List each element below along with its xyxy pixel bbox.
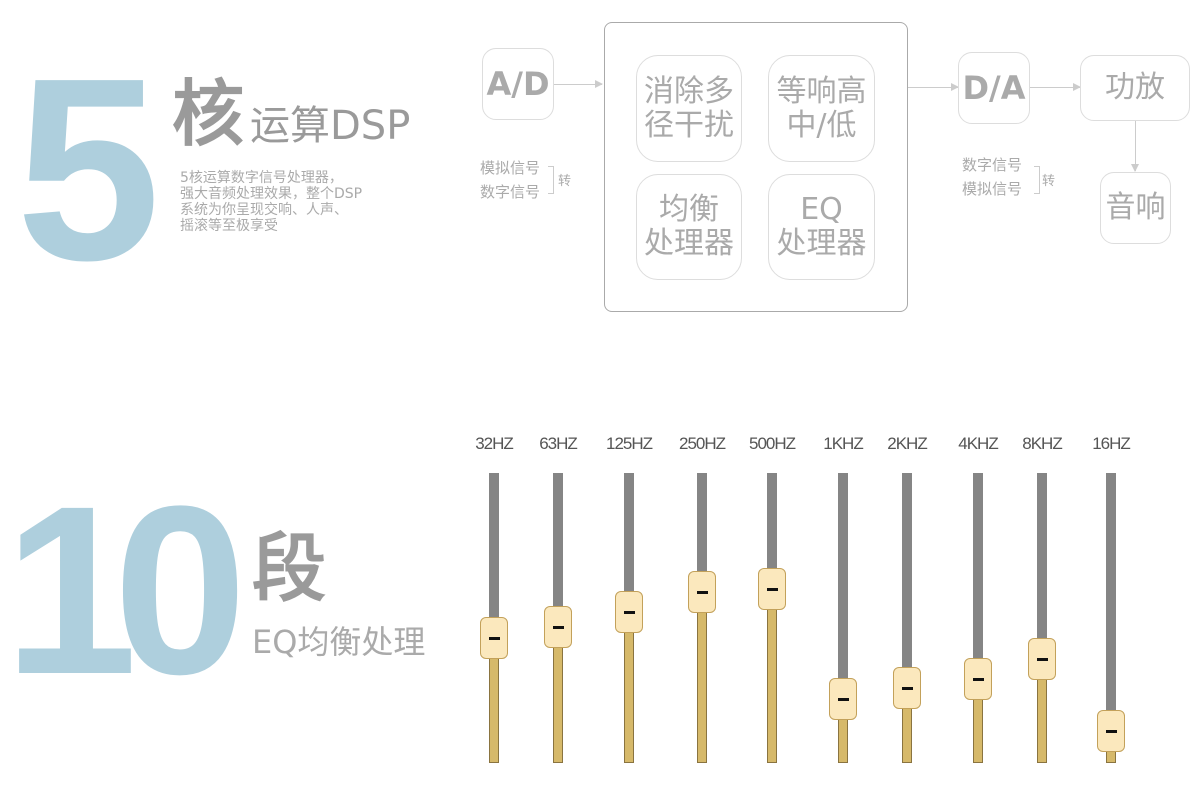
bracket-icon [548,166,554,194]
slider-track-500HZ[interactable] [767,473,777,763]
band-label: 4KHZ [958,434,998,453]
slider-track-8KHZ[interactable] [1037,473,1047,763]
da-box: D/A [958,52,1030,124]
convert-label: 转 [558,174,572,189]
eq-band-count: 10 [4,456,247,724]
slider-handle-16HZ[interactable] [1097,710,1125,753]
ad-box: A/D [482,48,554,120]
slider-handle-4KHZ[interactable] [964,657,992,700]
slider-handle-8KHZ[interactable] [1028,637,1056,680]
speaker-box: 音响 [1100,172,1171,244]
arrow-icon [908,83,959,91]
amplifier-box: 功放 [1080,55,1190,121]
band-label: 16HZ [1092,434,1131,453]
slider-track-4KHZ[interactable] [973,473,983,763]
label-analog: 模拟信号 [480,159,541,177]
slider-handle-1KHZ[interactable] [829,678,857,721]
label-digital: 数字信号 [962,156,1023,174]
slider-track-250HZ[interactable] [697,473,707,763]
dsp-title: 运算DSP [250,103,411,149]
band-label: 125HZ [605,434,653,453]
arrow-down-icon [1131,121,1139,172]
label-analog: 模拟信号 [962,180,1023,198]
eq-subtitle: EQ均衡处理 [252,623,426,661]
band-label: 8KHZ [1022,434,1062,453]
slider-fill [697,591,707,763]
bracket-icon [1034,166,1040,194]
band-label: 1KHZ [823,434,863,453]
desc-line: 系统为你呈现交响、人声、 [180,202,348,218]
band-label: 63HZ [539,434,578,453]
dsp-module-frame [604,22,908,312]
desc-line: 强大音频处理效果，整个DSP [180,186,363,202]
band-label: 32HZ [475,434,514,453]
module-loudness: 等响高中/低 [768,55,875,162]
slider-handle-2KHZ[interactable] [893,666,921,709]
eq-title-bold: 段 [252,526,326,612]
arrow-icon [1030,83,1081,91]
da-labels: 数字信号 模拟信号 [962,153,1022,201]
convert-label: 转 [1042,174,1056,189]
desc-line: 5核运算数字信号处理器， [180,170,343,186]
ad-labels: 模拟信号 数字信号 [480,156,540,204]
module-multipath: 消除多径干扰 [636,55,742,162]
band-label: 250HZ [678,434,726,453]
dsp-title-bold: 核 [172,72,245,156]
module-equalizer: 均衡处理器 [636,174,742,280]
slider-handle-500HZ[interactable] [758,568,786,610]
slider-handle-63HZ[interactable] [544,605,572,648]
arrow-icon [554,80,603,88]
label-digital: 数字信号 [480,183,541,201]
band-label: 500HZ [748,434,796,453]
desc-line: 摇滚等至极享受 [180,218,278,234]
slider-track-2KHZ[interactable] [902,473,912,763]
band-label: 2KHZ [887,434,927,453]
slider-handle-250HZ[interactable] [688,570,716,613]
slider-handle-32HZ[interactable] [480,617,508,660]
dsp-core-count: 5 [16,25,161,315]
slider-fill [624,612,634,763]
dsp-description: 5核运算数字信号处理器， 强大音频处理效果，整个DSP 系统为你呈现交响、人声、… [180,170,362,234]
slider-fill [767,589,777,763]
slider-handle-125HZ[interactable] [615,591,643,634]
